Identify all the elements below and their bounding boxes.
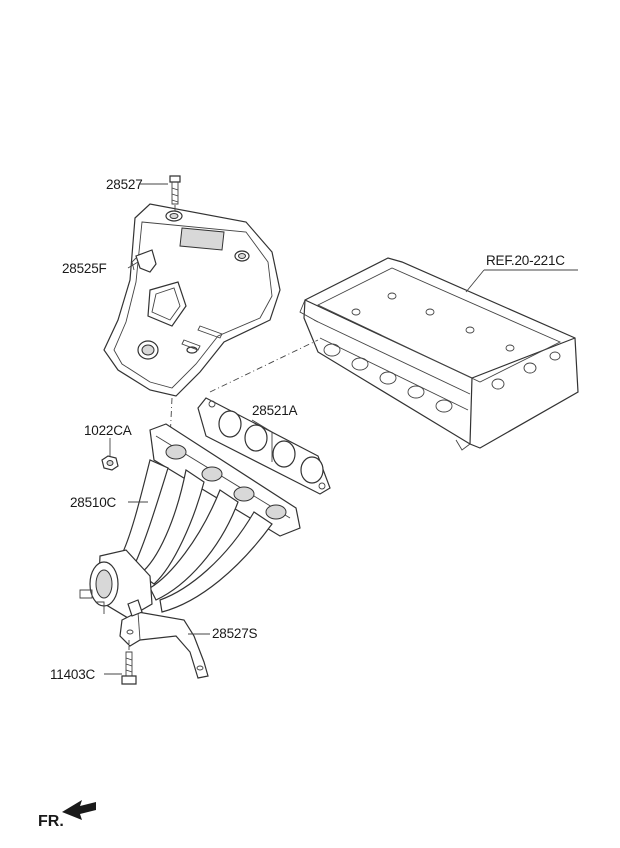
cylinder-head [299,257,579,451]
front-direction-label: FR. [38,813,64,830]
leader-28521a [251,419,273,462]
support-bracket [119,599,209,679]
callout-28521a: 28521A [252,403,298,418]
bottom-bolt [121,651,137,685]
callout-28527s: 28527S [212,626,258,641]
callout-ref: REF.20-221C [486,253,565,268]
callout-28525f: 28525F [62,261,107,276]
callout-1022ca: 1022CA [84,423,132,438]
leader-28525f [127,261,139,269]
gasket [197,397,331,495]
callout-28510c: 28510C [70,495,117,510]
front-arrow-icon [62,800,96,820]
top-bolt [169,175,181,205]
flange-nut [101,455,119,471]
heat-shield [103,203,281,397]
callout-11403c: 11403C [50,667,96,682]
callout-28527: 28527 [106,177,143,192]
ref-leader [465,269,485,293]
